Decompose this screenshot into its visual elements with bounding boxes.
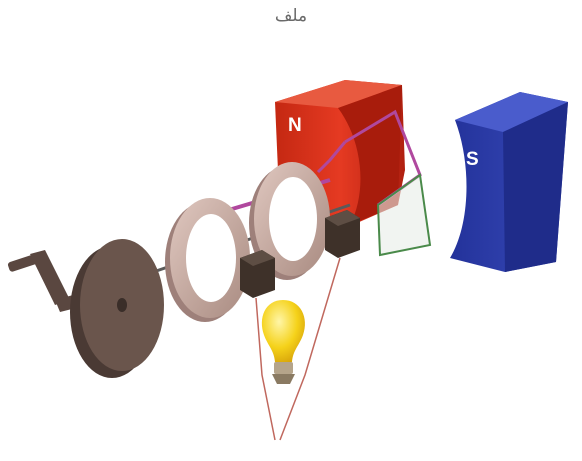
light-bulb-icon	[262, 300, 305, 384]
north-label: N	[288, 115, 302, 136]
brush-front	[240, 250, 275, 298]
south-magnet: S	[450, 92, 568, 272]
pulley-wheel	[70, 239, 164, 378]
slip-ring-front	[165, 198, 250, 322]
brush-back	[325, 210, 360, 258]
south-label: S	[466, 149, 479, 170]
